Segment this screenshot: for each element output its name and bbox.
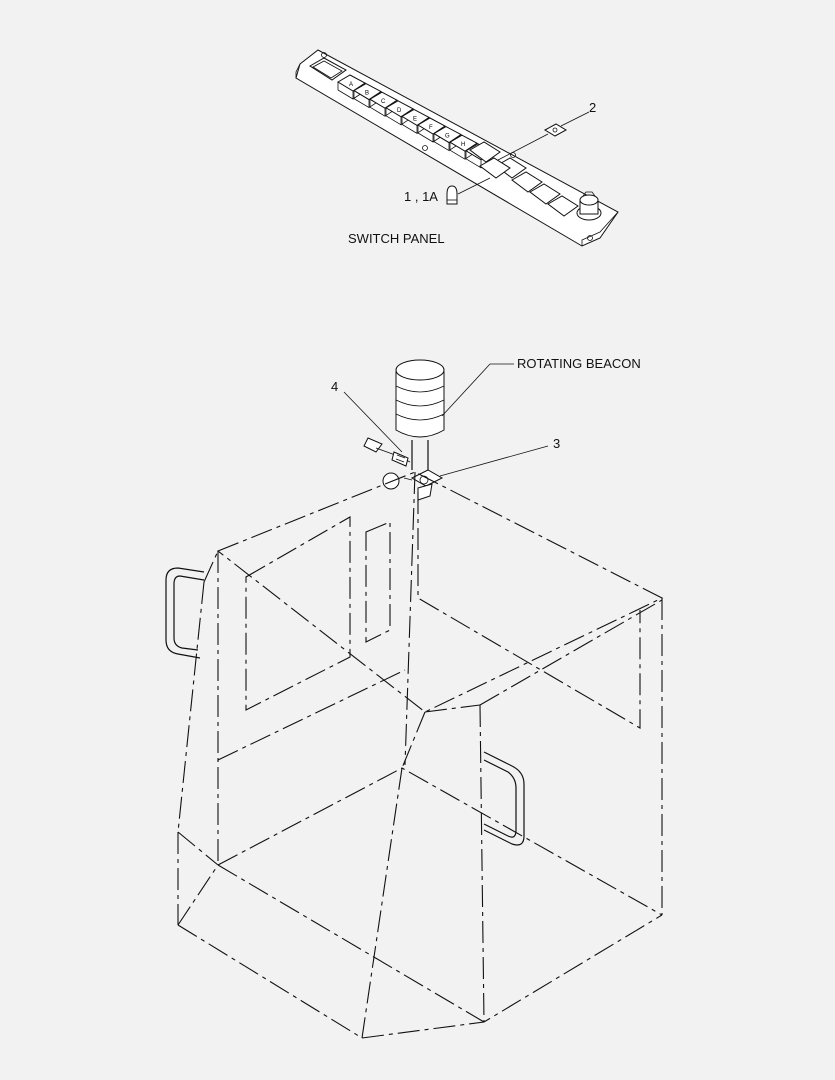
switch-letter: E [413,116,417,122]
switch-letter: C [381,99,386,105]
switch-letter: B [365,91,369,97]
switch-letter: H [461,142,465,148]
callout-3-label: 3 [553,436,560,451]
switch-button-h: H [449,134,478,160]
part-4-harness [363,437,411,467]
part-2-lens [497,111,590,161]
cab-outline [165,471,664,1039]
rotating-beacon [395,359,445,470]
switch-letter: F [429,125,433,131]
part-3-bracket [403,469,444,501]
mounting-hole [382,472,400,490]
callout-1-label: 1 , 1A [404,189,438,204]
switch-letter: D [397,108,402,114]
switch-letter: G [445,134,450,140]
rotating-beacon-label: ROTATING BEACON [517,356,641,371]
callout-2-label: 2 [589,100,596,115]
callout-4-label: 4 [331,379,338,394]
switch-letter: A [349,82,353,88]
switch-panel-title: SWITCH PANEL [348,231,445,246]
switch-panel: ABCDEFGHI [295,49,619,247]
part-1-bulb [446,177,491,205]
